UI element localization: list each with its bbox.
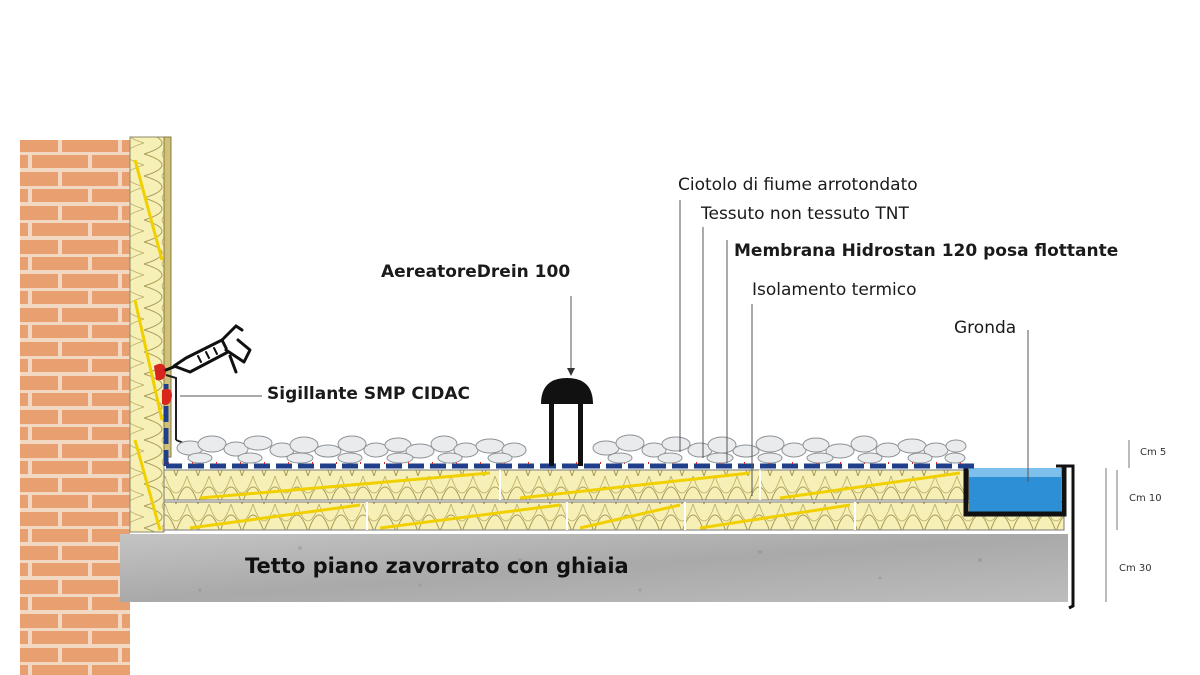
brick-wall xyxy=(20,140,130,675)
caulking-gun-icon xyxy=(164,324,252,374)
label-sigillante: Sigillante SMP CIDAC xyxy=(267,384,470,404)
dimension-lines xyxy=(1105,440,1130,602)
label-ciotolo: Ciotolo di fiume arrotondato xyxy=(678,175,918,195)
dimension-cm5: Cm 5 xyxy=(1140,447,1167,458)
label-membrana: Membrana Hidrostan 120 posa flottante xyxy=(734,241,1119,261)
aerator-mushroom-icon xyxy=(541,378,593,466)
insulation-lower-layer xyxy=(163,501,1065,531)
concrete-slab xyxy=(120,534,1068,602)
label-tetto: Tetto piano zavorrato con ghiaia xyxy=(245,554,629,578)
gravel-layer xyxy=(176,434,967,464)
dimension-cm10: Cm 10 xyxy=(1129,493,1162,504)
gutter xyxy=(963,464,1075,610)
label-aeratore: AereatoreDrein 100 xyxy=(381,262,571,282)
wall-insulation xyxy=(129,136,172,533)
leader-lines xyxy=(180,200,1029,496)
dimension-cm30: Cm 30 xyxy=(1119,563,1152,574)
label-isolamento: Isolamento termico xyxy=(752,280,917,300)
label-gronda: Gronda xyxy=(954,318,1017,338)
sealant-beads xyxy=(154,363,172,405)
insulation-upper-layer xyxy=(163,469,970,501)
label-tnt: Tessuto non tessuto TNT xyxy=(701,204,909,224)
